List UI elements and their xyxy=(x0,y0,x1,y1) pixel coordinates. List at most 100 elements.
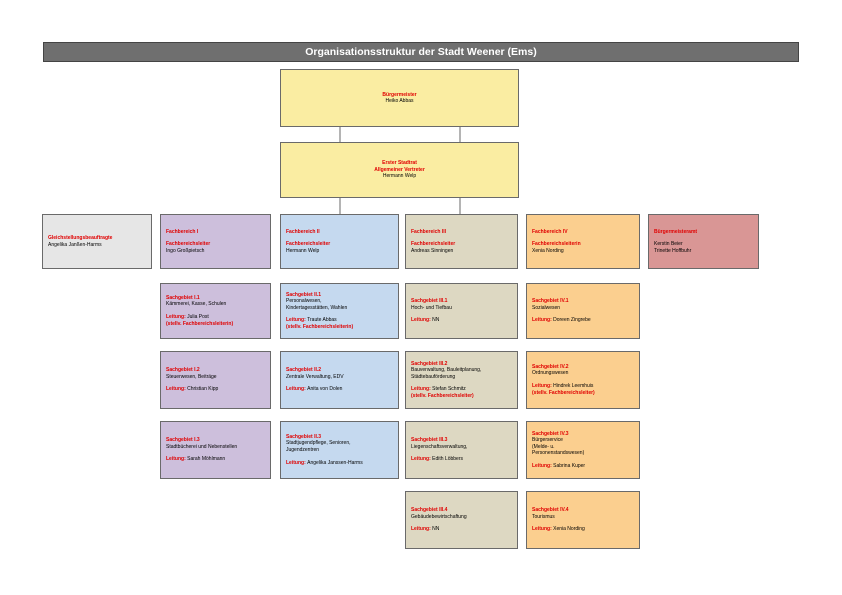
leitung-label: Leitung xyxy=(411,317,430,324)
sachgebiet-title: Sachgebiet IV.3 xyxy=(532,430,569,437)
fachbereich-3-box: Fachbereich III Fachbereichsleiter Andre… xyxy=(405,214,518,269)
stadtrat-box: Erster Stadtrat Allgemeiner Vertreter He… xyxy=(280,142,519,198)
leitung-name: Anita von Dolen xyxy=(307,386,343,393)
sachgebiet-leitung: Leitung: Xenia Nording xyxy=(532,526,585,533)
sachgebiet-desc: Personalwesen, xyxy=(286,298,322,305)
sachgebiet-leitung: Leitung: Angelika Janssen-Harms xyxy=(286,459,363,466)
buergermeister-name: Heiko Abbas xyxy=(385,98,414,104)
leitung-name: Hindrek Leemhuis xyxy=(553,383,594,390)
sachgebiet-IV-4-box: Sachgebiet IV.4 Tourismus Leitung: Xenia… xyxy=(526,491,640,549)
sachgebiet-IV-2-box: Sachgebiet IV.2 Ordnungswesen Leitung: H… xyxy=(526,351,640,409)
sachgebiet-III-4-box: Sachgebiet III.4 Gebäudebewirtschaftung … xyxy=(405,491,518,549)
sachgebiet-IV-3-box: Sachgebiet IV.3 Bürgerservice (Melde- u.… xyxy=(526,421,640,479)
sachgebiet-leitung: Leitung: Edith Löbbers xyxy=(411,456,463,463)
sachgebiet-title: Sachgebiet IV.2 xyxy=(532,363,569,370)
fachbereich-title: Fachbereich II xyxy=(286,228,320,235)
sachgebiet-desc: Tourismus xyxy=(532,513,555,520)
leitung-label: Leitung xyxy=(411,386,430,393)
fachbereich-4-box: Fachbereich IV Fachbereichsleiterin Xeni… xyxy=(526,214,640,269)
sachgebiet-note: (stellv. Fachbereichsleiter) xyxy=(532,389,595,396)
buergermeisteramt-name: Trinette Hoffbuhr xyxy=(654,247,692,254)
sachgebiet-leitung: Leitung: Sabrina Kuper xyxy=(532,462,586,469)
sachgebiet-desc: Kindertagesstätten, Wahlen xyxy=(286,304,348,311)
sachgebiet-title: Sachgebiet III.3 xyxy=(411,437,448,444)
sachgebiet-note: (stellv. Fachbereichsleiter) xyxy=(411,392,474,399)
buergermeister-box: Bürgermeister Heiko Abbas xyxy=(280,69,519,127)
sachgebiet-leitung: Leitung: NN xyxy=(411,317,440,324)
leitung-label: Leitung xyxy=(286,386,305,393)
leitung-label: Leitung xyxy=(411,456,430,463)
sachgebiet-title: Sachgebiet II.2 xyxy=(286,367,322,374)
leitung-name: Julia Post xyxy=(187,314,209,321)
sachgebiet-desc: Steuerwesen, Beiträge xyxy=(166,373,217,380)
leitung-label: Leitung xyxy=(532,462,551,469)
sachgebiet-IV-1-box: Sachgebiet IV.1 Sozialwesen Leitung: Dor… xyxy=(526,283,640,339)
fachbereich-1-box: Fachbereich I Fachbereichsleiter Ingo Gr… xyxy=(160,214,271,269)
leitung-name: Sarah Möhlmann xyxy=(187,456,226,463)
sachgebiet-title: Sachgebiet IV.4 xyxy=(532,507,569,514)
sachgebiet-leitung: Leitung: Stefan Schmitz xyxy=(411,386,466,393)
leitung-label: Leitung xyxy=(411,526,430,533)
fachbereich-lead-label: Fachbereichsleiter xyxy=(166,241,211,248)
fachbereich-lead-name: Xenia Nording xyxy=(532,247,564,254)
fachbereich-lead-name: Ingo Großpietsch xyxy=(166,247,205,254)
stadtrat-role-secondary: Allgemeiner Vertreter xyxy=(374,166,425,173)
fachbereich-lead-name: Hermann Welp xyxy=(286,247,320,254)
sachgebiet-III-2-box: Sachgebiet III.2 Bauverwaltung, Bauleitp… xyxy=(405,351,518,409)
sachgebiet-note: (stellv. Fachbereichsleiterin) xyxy=(286,323,354,330)
sachgebiet-desc: (Melde- u. xyxy=(532,443,555,450)
sachgebiet-desc: Stadtjugendpflege, Senioren, xyxy=(286,440,351,447)
sachgebiet-I-1-box: Sachgebiet I.1 Kämmerei, Kasse, Schulen … xyxy=(160,283,271,339)
sachgebiet-leitung: Leitung: Anita von Dolen xyxy=(286,386,343,393)
sachgebiet-leitung: Leitung: Hindrek Leemhuis xyxy=(532,383,594,390)
sachgebiet-II-1-box: Sachgebiet II.1 Personalwesen, Kindertag… xyxy=(280,283,399,339)
sachgebiet-leitung: Leitung: Traute Abbas xyxy=(286,317,337,324)
fachbereich-title: Fachbereich III xyxy=(411,228,447,235)
leitung-name: Edith Löbbers xyxy=(432,456,463,463)
leitung-label: Leitung xyxy=(532,383,551,390)
gleichstellung-name: Angelika Janßen-Harms xyxy=(48,241,102,248)
fachbereich-title: Fachbereich I xyxy=(166,228,199,235)
buergermeisteramt-role: Bürgermeisteramt xyxy=(654,228,698,235)
fachbereich-lead-label: Fachbereichsleiterin xyxy=(532,241,581,248)
sachgebiet-leitung: Leitung: Sarah Möhlmann xyxy=(166,456,226,463)
sachgebiet-title: Sachgebiet III.4 xyxy=(411,507,448,514)
sachgebiet-III-3-box: Sachgebiet III.3 Liegenschaftsverwaltung… xyxy=(405,421,518,479)
leitung-name: Angelika Janssen-Harms xyxy=(307,459,363,466)
gleichstellung-role: Gleichstellungsbeauftragte xyxy=(48,235,113,242)
stadtrat-role: Erster Stadtrat xyxy=(382,160,417,167)
buergermeisteramt-box: Bürgermeisteramt Kerstin Beier Trinette … xyxy=(648,214,759,269)
fachbereich-lead-label: Fachbereichsleiter xyxy=(286,241,331,248)
page-title: Organisationsstruktur der Stadt Weener (… xyxy=(43,42,799,62)
sachgebiet-desc: Zentrale Verwaltung, EDV xyxy=(286,373,344,380)
sachgebiet-title: Sachgebiet III.2 xyxy=(411,360,448,367)
sachgebiet-desc: Sozialwesen xyxy=(532,304,561,311)
leitung-name: Stefan Schmitz xyxy=(432,386,466,393)
leitung-label: Leitung xyxy=(166,456,185,463)
sachgebiet-title: Sachgebiet IV.1 xyxy=(532,298,569,305)
sachgebiet-title: Sachgebiet I.1 xyxy=(166,294,200,301)
sachgebiet-leitung: Leitung: Julia Post xyxy=(166,314,209,321)
leitung-label: Leitung xyxy=(532,526,551,533)
leitung-name: Sabrina Kuper xyxy=(553,462,586,469)
sachgebiet-desc: Stadtbücherei und Nebenstellen xyxy=(166,443,238,450)
leitung-name: NN xyxy=(432,526,440,533)
sachgebiet-desc: Hoch- und Tiefbau xyxy=(411,304,452,311)
sachgebiet-title: Sachgebiet II.1 xyxy=(286,291,322,298)
sachgebiet-II-3-box: Sachgebiet II.3 Stadtjugendpflege, Senio… xyxy=(280,421,399,479)
sachgebiet-title: Sachgebiet I.2 xyxy=(166,367,200,374)
leitung-name: Xenia Nording xyxy=(553,526,585,533)
sachgebiet-II-2-box: Sachgebiet II.2 Zentrale Verwaltung, EDV… xyxy=(280,351,399,409)
sachgebiet-desc: Gebäudebewirtschaftung xyxy=(411,513,467,520)
sachgebiet-I-2-box: Sachgebiet I.2 Steuerwesen, Beiträge Lei… xyxy=(160,351,271,409)
leitung-label: Leitung xyxy=(166,314,185,321)
leitung-label: Leitung xyxy=(286,459,305,466)
leitung-label: Leitung xyxy=(166,386,185,393)
buergermeister-role: Bürgermeister xyxy=(382,91,417,98)
sachgebiet-leitung: Leitung: Doreen Zingrebe xyxy=(532,317,591,324)
fachbereich-2-box: Fachbereich II Fachbereichsleiter Herman… xyxy=(280,214,399,269)
sachgebiet-III-1-box: Sachgebiet III.1 Hoch- und Tiefbau Leitu… xyxy=(405,283,518,339)
leitung-name: NN xyxy=(432,317,440,324)
stadtrat-name: Hermann Welp xyxy=(382,173,417,180)
